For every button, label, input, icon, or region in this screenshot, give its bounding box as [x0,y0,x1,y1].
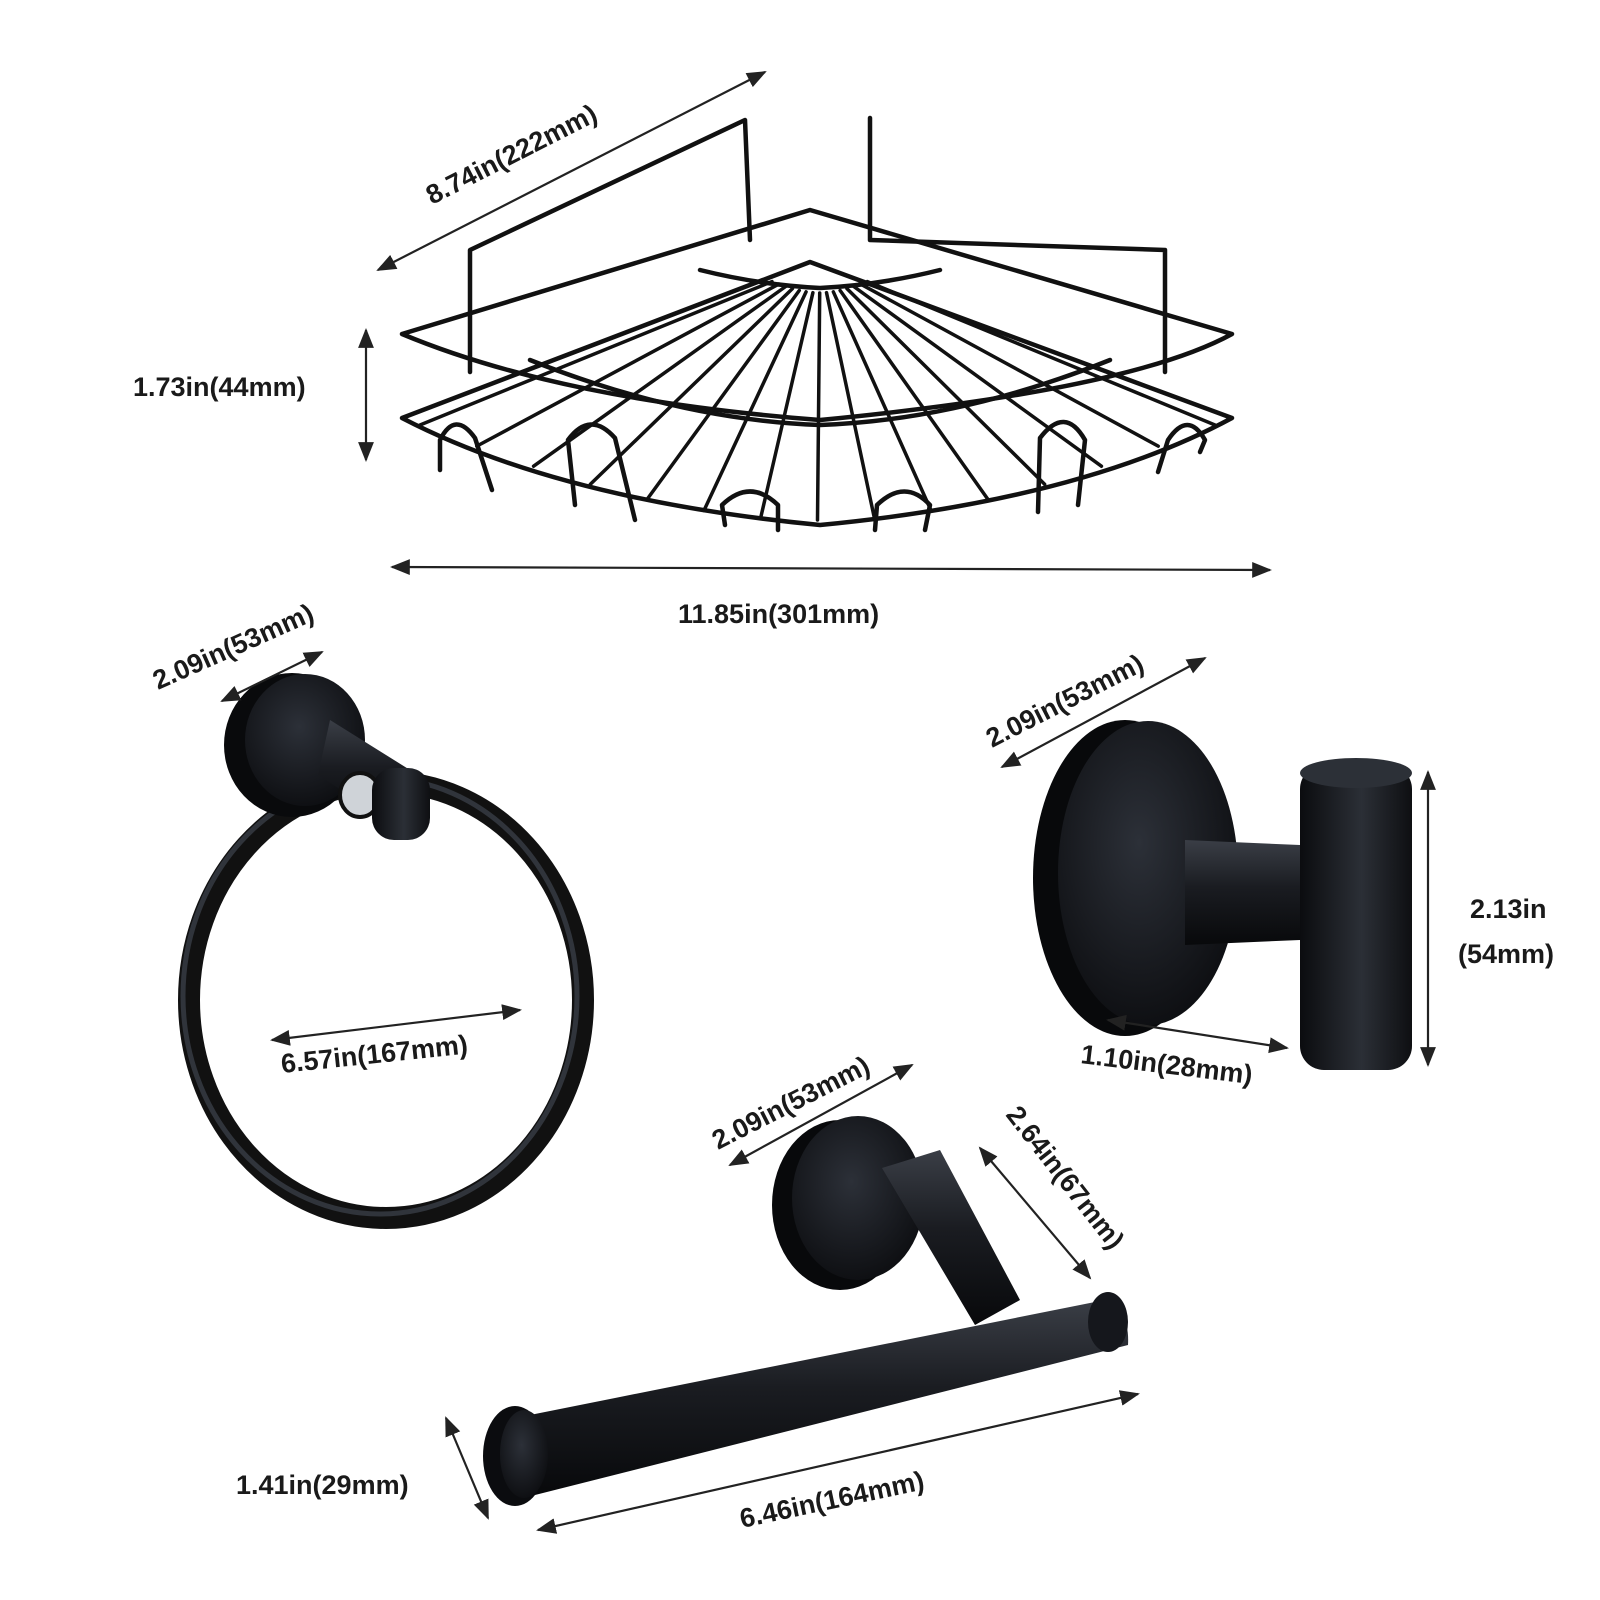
towel-ring-icon [178,673,594,1229]
caddy-depth-label: 8.74in(222mm) [421,98,602,210]
towel-ring-diameter-label: 6.57in(167mm) [279,1030,469,1079]
caddy-radial-wire [865,279,1217,427]
robe-hook-height-line2: (54mm) [1458,939,1554,969]
robe-hook-height-line1: 2.13in [1470,894,1547,924]
caddy-radial-wire [858,282,1160,448]
caddy-radial-wire [845,286,1047,486]
corner-shower-caddy-icon [399,115,1235,533]
caddy-radial-wire [645,288,802,502]
caddy-radial-wire [824,290,877,520]
caddy-radial-wire [831,290,933,513]
caddy-radial-wire [475,282,781,448]
caddy-radial-wire [852,284,1104,468]
toilet-paper-holder-icon [483,1116,1129,1506]
caddy-radial-wire [588,286,795,486]
paper-holder-length-label: 6.46in(164mm) [737,1466,927,1534]
caddy-radial-wire [815,291,822,522]
robe-hook-icon [1033,720,1412,1070]
paper-holder-projection-label: 2.64in(67mm) [1000,1100,1130,1254]
caddy-width-label: 11.85in(301mm) [678,599,879,629]
caddy-radial-wire [838,288,990,502]
paper-holder-endcap-label: 1.41in(29mm) [236,1470,409,1500]
caddy-radial-wire [531,284,788,468]
caddy-radial-wire [758,290,815,520]
robe-hook-projection-label: 1.10in(28mm) [1079,1039,1254,1090]
caddy-height-label: 1.73in(44mm) [133,372,306,402]
caddy-radial-wire [702,290,808,513]
caddy-radial-wire [418,279,774,427]
